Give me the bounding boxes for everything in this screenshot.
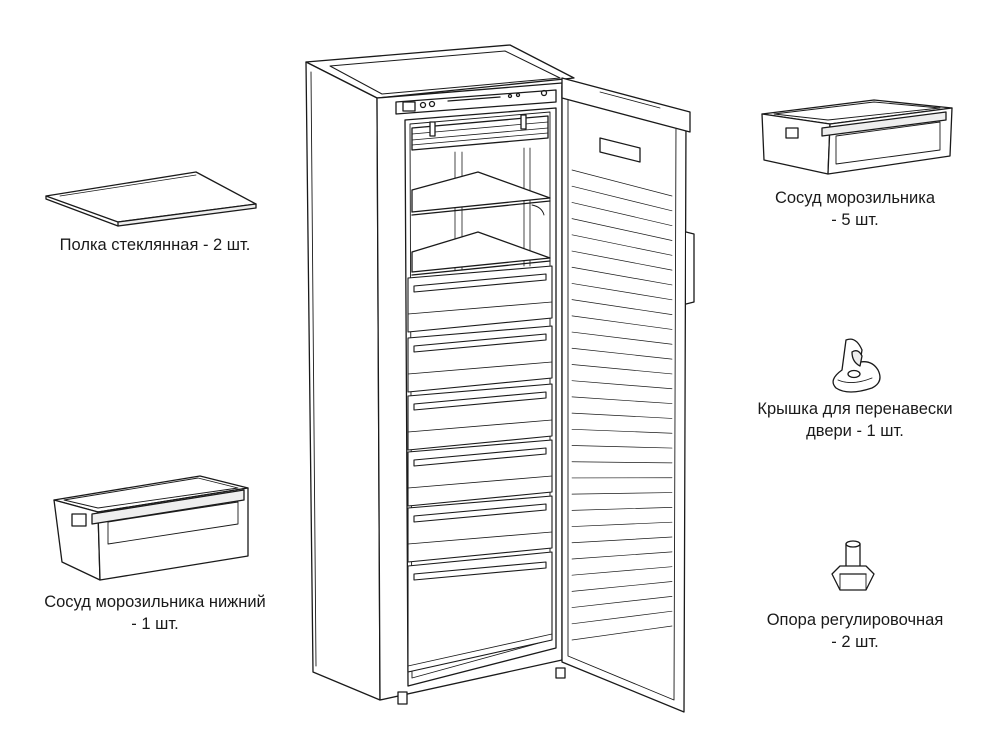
door-rib: [572, 235, 672, 255]
door-rib: [572, 186, 672, 211]
door-rib: [572, 522, 672, 526]
bottom-drawer-label: Сосуд морозильника нижний - 1 шт.: [0, 591, 310, 635]
door-cover-label: Крышка для перенавески двери - 1 шт.: [715, 398, 995, 442]
door-rib: [572, 170, 672, 196]
glass-shelf-label: Полка стеклянная - 2 шт.: [20, 234, 290, 256]
bottom-drawer-label-line1: Сосуд морозильника нижний: [44, 593, 266, 611]
door-rib: [572, 397, 672, 404]
door-rib: [572, 364, 672, 373]
door-rib: [572, 413, 672, 418]
door-rib: [572, 283, 672, 299]
door-rib: [572, 611, 672, 624]
adjustable-foot-label-line1: Опора регулировочная: [766, 611, 944, 629]
adjustable-foot-label-line2: - 2 шт.: [831, 633, 879, 651]
door-rib: [572, 202, 672, 225]
adjustable-foot-illustration: [832, 541, 874, 590]
freezer-door-illustration: [562, 78, 694, 712]
door-rib: [572, 316, 672, 330]
door-rib: [572, 626, 672, 640]
door-rib: [572, 462, 672, 463]
door-hinge-cover-illustration: [833, 339, 880, 392]
freezer-drawer-illustration: [762, 100, 952, 174]
door-rib: [572, 267, 672, 285]
door-rib: [572, 537, 672, 543]
freezer-drawer-label: Сосуд морозильника - 5 шт.: [730, 187, 980, 231]
door-rib: [572, 582, 672, 592]
freezer-illustration: [306, 45, 574, 704]
door-rib: [572, 429, 672, 433]
door-rib: [572, 446, 672, 449]
adjustable-foot-label: Опора регулировочная - 2 шт.: [730, 609, 980, 653]
door-rib: [572, 567, 672, 575]
freezer-drawers: [408, 266, 552, 672]
door-rib: [572, 552, 672, 559]
door-rib: [572, 251, 672, 270]
door-cover-label-line2: двери - 1 шт.: [806, 422, 904, 440]
door-rib: [572, 219, 672, 241]
bottom-freezer-drawer-illustration: [54, 476, 248, 580]
freezer-drawer-label-line2: - 5 шт.: [831, 211, 879, 229]
door-rib: [572, 300, 672, 315]
bottom-drawer-label-line2: - 1 шт.: [131, 615, 179, 633]
door-cover-label-line1: Крышка для перенавески: [757, 400, 953, 418]
glass-shelf-illustration: [46, 172, 256, 226]
door-rib: [572, 381, 672, 389]
door-rib: [572, 493, 672, 495]
door-rib: [572, 507, 672, 510]
door-rib: [572, 332, 672, 344]
door-rib: [572, 596, 672, 607]
door-rib: [572, 348, 672, 359]
freezer-drawer-label-line1: Сосуд морозильника: [774, 189, 936, 207]
glass-shelf-label-line1: Полка стеклянная - 2 шт.: [59, 236, 251, 254]
